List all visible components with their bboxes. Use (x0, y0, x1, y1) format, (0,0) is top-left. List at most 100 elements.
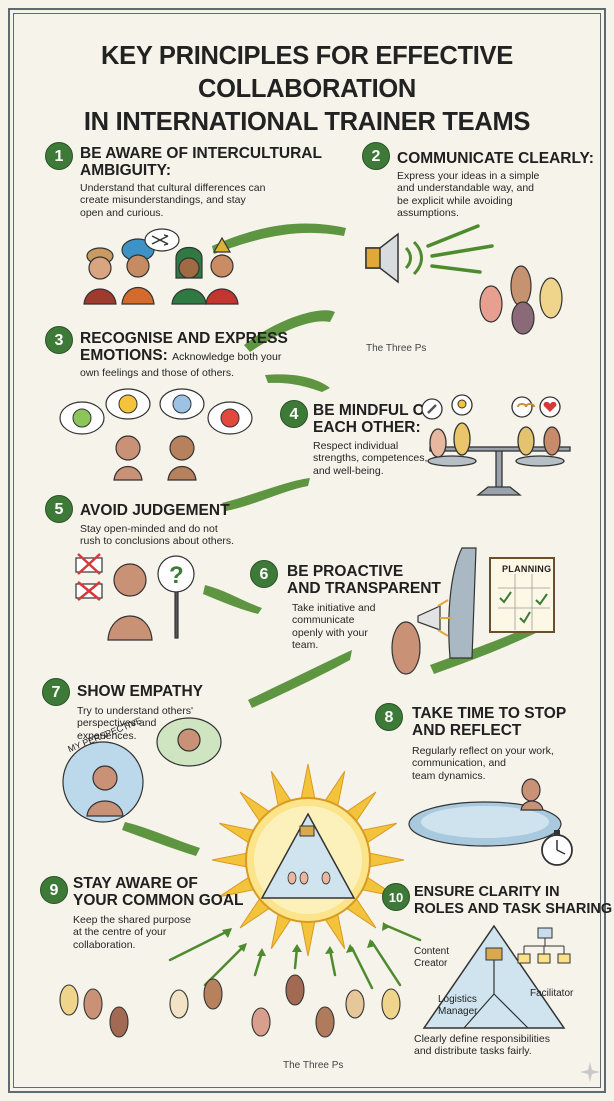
principle-9-body-line: collaboration. (73, 938, 136, 951)
principle-2-body: Express your ideas in a simple and under… (397, 170, 539, 220)
principle-6-body-line: communicate (292, 614, 355, 627)
smiley-emoji-icon (72, 408, 92, 428)
principle-9-body-line: Keep the shared purpose (73, 914, 191, 926)
principle-10-heading: ENSURE CLARITY IN ROLES AND TASK SHARING (414, 884, 612, 918)
page-title: KEY PRINCIPLES FOR EFFECTIVE COLLABORATI… (20, 40, 594, 139)
principle-8-heading-line: TAKE TIME TO STOP (412, 705, 567, 722)
principle-2-body-line: and understandable way, and (397, 182, 534, 195)
empathy-illustration (62, 717, 222, 823)
principle-8-heading: TAKE TIME TO STOP AND REFLECT (412, 705, 566, 739)
principle-9-body-line: at the centre of your (73, 926, 167, 939)
principle-6-heading-line: AND TRANSPARENT (287, 580, 441, 597)
principle-1-body-line: open and curious. (80, 206, 164, 219)
principle-8-heading-line: AND REFLECT (412, 722, 522, 739)
principle-6-body: Take initiative and communicate openly w… (292, 602, 375, 652)
principle-4-heading: BE MINDFUL OF EACH OTHER: (313, 402, 434, 436)
facilitator-label: Facilitator (530, 988, 574, 999)
worried-emoji-icon (172, 394, 192, 414)
brand-label-top: The Three Ps (366, 343, 427, 354)
principle-10-body: Clearly define responsibilities and dist… (414, 1033, 550, 1058)
principle-2-body-line: be explicit while avoiding (397, 194, 513, 207)
principle-10-body-line: and distribute tasks fairly. (414, 1045, 532, 1058)
principle-10-number: 10 (382, 883, 410, 911)
content-creator-label: Content Creator (414, 946, 449, 970)
principle-3-heading-word: EMOTIONS: (80, 347, 168, 364)
principle-8-number: 8 (375, 703, 403, 731)
title-line-1: KEY PRINCIPLES FOR EFFECTIVE COLLABORATI… (101, 42, 513, 103)
question-mark-icon: ? (169, 562, 184, 589)
sun-ray (211, 852, 249, 868)
principle-6-number: 6 (250, 560, 278, 588)
principle-6-heading-line: BE PROACTIVE (287, 563, 404, 580)
reflection-pool-illustration (408, 778, 573, 866)
principle-4-number: 4 (280, 400, 308, 428)
principle-2-heading-line: COMMUNICATE CLEARLY: (397, 150, 594, 167)
avoid-judgement-illustration: ? (75, 553, 195, 641)
principle-7-body: Try to understand others' perspectives a… (77, 705, 193, 742)
principle-4-body-line: Respect individual (313, 440, 399, 452)
principle-1-body: Understand that cultural differences can… (80, 182, 265, 219)
principle-3-body-line: own feelings and those of others. (80, 367, 235, 379)
principle-7-body-line: experiences. (77, 729, 137, 742)
content-creator-line: Creator (414, 958, 448, 969)
principle-5-heading-line: AVOID JUDGEMENT (80, 502, 230, 519)
roles-pyramid-illustration (422, 924, 571, 1029)
principle-4-body-line: and well-being. (313, 464, 384, 477)
principle-2-heading: COMMUNICATE CLEARLY: (397, 150, 594, 167)
principle-9-body: Keep the shared purpose at the centre of… (73, 914, 191, 951)
wrench-icon (427, 404, 437, 414)
heart-icon (543, 401, 557, 412)
principle-10-heading-line: ENSURE CLARITY IN (414, 884, 560, 900)
shuffle-icon (144, 228, 180, 252)
principle-6-heading: BE PROACTIVE AND TRANSPARENT (287, 563, 441, 597)
brand-label-bottom: The Three Ps (283, 1060, 344, 1071)
principle-10-heading-line: ROLES AND TASK SHARING (414, 901, 613, 917)
principle-8-body-line: communication, and (412, 757, 506, 770)
sun-ray (367, 852, 405, 868)
principle-7-number: 7 (42, 678, 70, 706)
org-chart-icon (517, 927, 571, 964)
principle-3-heading-line: EMOTIONS: Acknowledge both your (80, 347, 288, 366)
principle-3-body: own feelings and those of others. (80, 367, 234, 379)
principle-2-body-line: Express your ideas in a simple (397, 170, 540, 182)
angry-emoji-icon (220, 408, 240, 428)
principle-4-body-line: strengths, competences, (313, 452, 428, 465)
principle-10-body-line: Clearly define responsibilities (414, 1033, 550, 1045)
title-line-2: IN INTERNATIONAL TRAINER TEAMS (83, 108, 531, 136)
principle-9-number: 9 (40, 876, 68, 904)
scale-icon (421, 394, 571, 496)
principle-9-heading-line: STAY AWARE OF (73, 875, 198, 892)
principle-9-heading: STAY AWARE OF YOUR COMMON GOAL (73, 875, 244, 909)
logistics-manager-line: Manager (438, 1006, 478, 1017)
listening-people-illustration (479, 265, 563, 335)
megaphone-icon (437, 599, 452, 637)
principle-2-number: 2 (362, 142, 390, 170)
principle-1-heading-line: BE AWARE OF INTERCULTURAL (80, 145, 322, 162)
principle-1-heading-line: AMBIGUITY: (80, 162, 171, 179)
principle-7-body-line: Try to understand others' (77, 705, 194, 717)
principle-1-number: 1 (45, 142, 73, 170)
pyramid-icon (260, 812, 356, 899)
principle-1-heading: BE AWARE OF INTERCULTURAL AMBIGUITY: (80, 145, 322, 179)
emotions-illustration (59, 388, 253, 481)
principle-3-inline-body: Acknowledge both your (172, 351, 282, 363)
checkmark-icon (499, 591, 548, 624)
team-people-illustration (59, 974, 401, 1038)
principle-3-heading-line: RECOGNISE AND EXPRESS (80, 330, 288, 347)
principle-5-number: 5 (45, 495, 73, 523)
sun-ray (300, 919, 316, 957)
speaker-icon (365, 232, 423, 284)
principle-9-heading-line: YOUR COMMON GOAL (73, 892, 244, 909)
principle-1-body-line: Understand that cultural differences can (80, 182, 266, 194)
content-creator-line: Content (414, 946, 450, 957)
principle-6-body-line: team. (292, 639, 319, 652)
principle-6-body-line: Take initiative and (292, 602, 376, 614)
principle-5-body-line: Stay open-minded and do not (80, 523, 218, 535)
planning-label: PLANNING (502, 564, 552, 574)
logistics-manager-line: Logistics (438, 994, 477, 1005)
sun-icon (211, 763, 405, 957)
principle-1-body-line: create misunderstandings, and stay (80, 194, 246, 207)
principle-4-heading-line: EACH OTHER: (313, 419, 421, 436)
